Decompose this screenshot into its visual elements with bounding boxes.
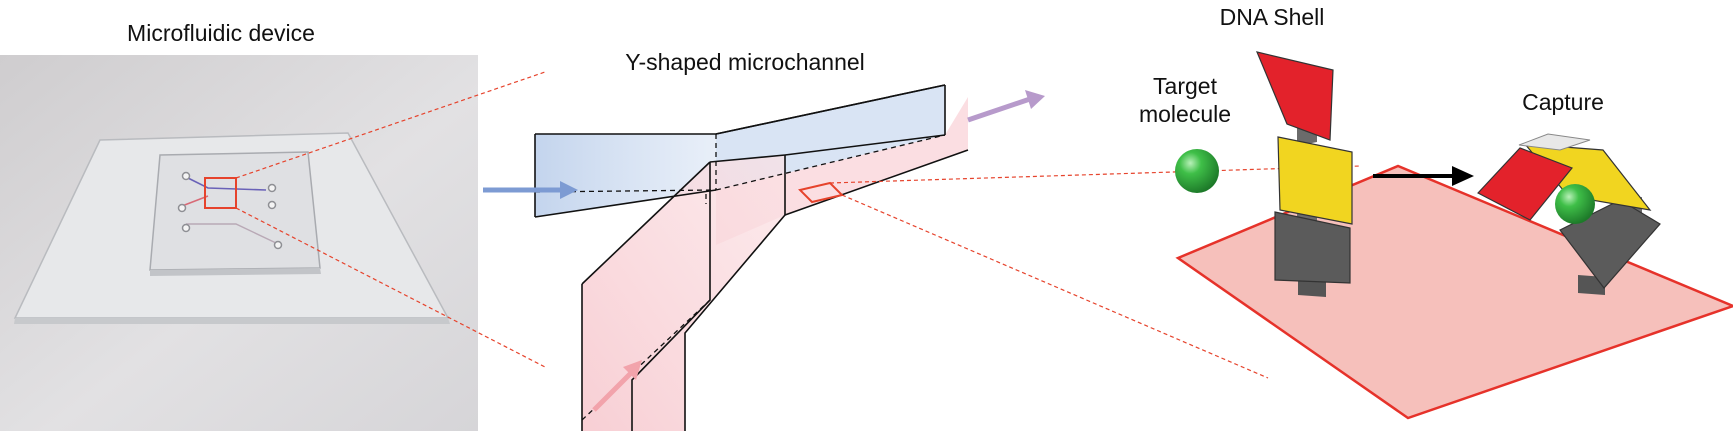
zoom-region-box <box>204 177 237 209</box>
pink-flow-arrow <box>592 370 634 412</box>
chip-channel-pink <box>181 195 209 207</box>
closed-shell-white-flap <box>1518 133 1591 151</box>
glass-slide-edge <box>14 318 450 324</box>
chip-channel-blue <box>187 177 267 191</box>
chip-ports <box>177 171 283 250</box>
capture-arrowhead <box>1452 166 1474 186</box>
capture-label: Capture <box>1522 89 1604 115</box>
sensor-surface <box>1175 164 1733 420</box>
pdms-chip <box>149 151 321 271</box>
zoom-line-bottom <box>235 207 546 368</box>
purple-flow-arrowhead <box>1025 90 1045 109</box>
pdms-chip-edge <box>150 268 321 276</box>
captured-molecule <box>1555 184 1595 224</box>
device-title: Microfluidic device <box>127 20 315 46</box>
dna-shell-closed <box>1477 133 1661 295</box>
shell-gray-plate <box>1274 211 1351 284</box>
closed-shell-red-plate <box>1477 147 1573 221</box>
target-label-line2: molecule <box>1139 101 1231 127</box>
closed-shell-gray-plate <box>1559 199 1661 289</box>
dna-shell-open <box>1255 51 1353 297</box>
surface-zoom-line-top <box>829 165 1361 184</box>
channel-title: Y-shaped microchannel <box>625 49 865 75</box>
pink-inlet-box <box>582 155 785 431</box>
shell-yellow-plate <box>1277 136 1353 225</box>
target-label-line1: Target <box>1153 73 1218 99</box>
zoom-line-top <box>235 71 546 179</box>
blue-flow-arrowhead <box>560 181 578 199</box>
pink-flow-arrowhead <box>623 360 642 380</box>
surface-zoom-line-bottom <box>841 194 1269 379</box>
target-molecule <box>1175 149 1219 193</box>
y-microchannel <box>534 84 969 431</box>
chip-channel-lower <box>186 223 277 244</box>
purple-flow-arrow <box>967 96 1031 123</box>
device-photo-panel <box>0 55 478 431</box>
dna-shell-title: DNA Shell <box>1220 4 1325 30</box>
shell-red-plate <box>1255 51 1334 141</box>
